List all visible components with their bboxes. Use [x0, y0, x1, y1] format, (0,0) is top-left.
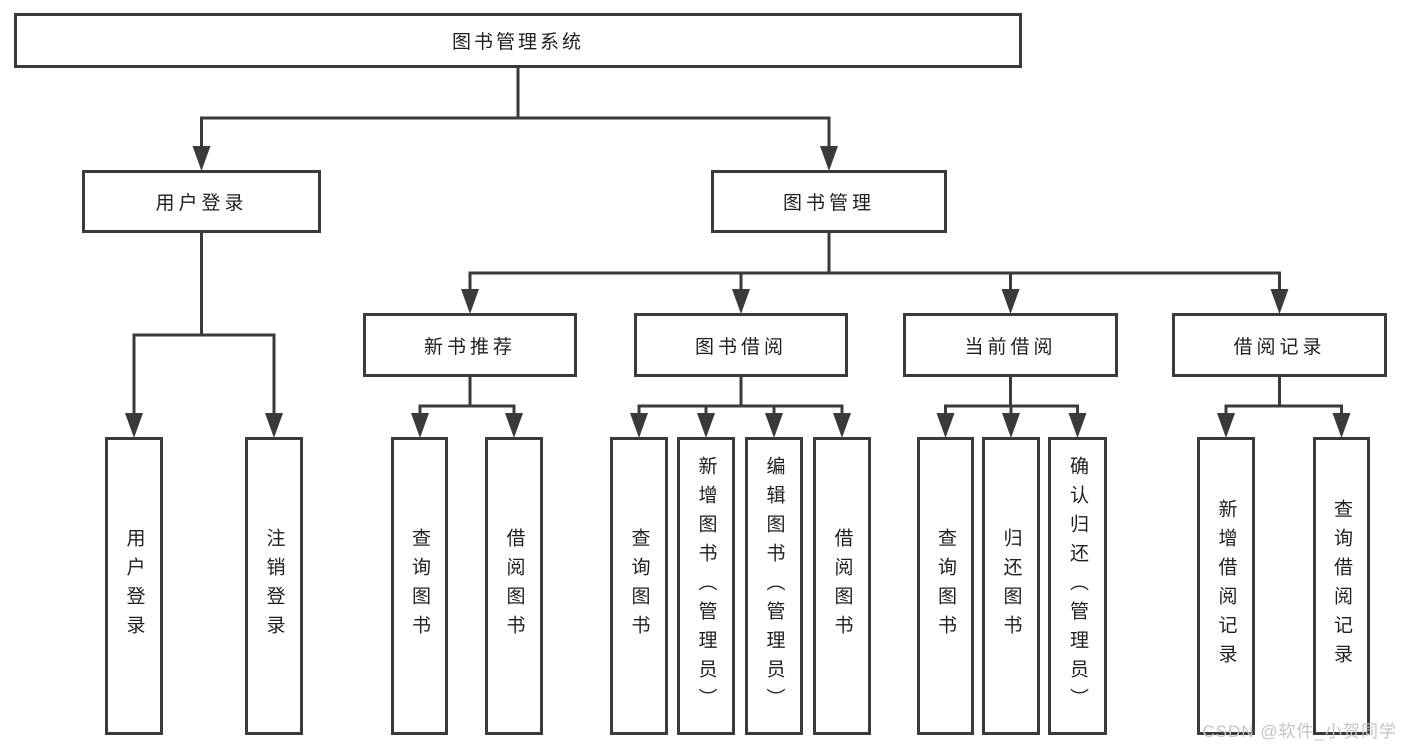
arrowhead	[1002, 413, 1020, 438]
arrowhead	[1068, 413, 1087, 438]
leaf-label: 查询图书	[628, 528, 650, 644]
connector-borrow-rail	[637, 404, 844, 416]
node-label: 新书推荐	[423, 336, 516, 358]
arrowhead	[461, 289, 479, 314]
connector-newbook-rail	[418, 404, 516, 416]
leaf-label: 确认归还（管理员）	[1067, 455, 1088, 717]
arrowhead	[192, 146, 211, 171]
leaf-confirm-return-admin: 确认归还（管理员）	[1048, 437, 1107, 735]
arrowhead	[1270, 289, 1289, 314]
leaf-add-borrow-record: 新增借阅记录	[1197, 437, 1255, 735]
node-new-book-recommend: 新书推荐	[363, 313, 577, 377]
arrowhead	[1332, 413, 1351, 438]
arrowheads	[125, 146, 1351, 438]
leaf-query-books-borrowing: 查询图书	[610, 437, 668, 735]
arrowhead	[936, 413, 955, 438]
arrowhead	[697, 413, 715, 438]
leaf-label: 查询图书	[409, 528, 430, 644]
leaf-query-books-recommend: 查询图书	[391, 437, 448, 735]
node-borrowing-records: 借阅记录	[1172, 313, 1387, 377]
leaf-query-books-current: 查询图书	[917, 437, 974, 735]
arrowhead	[765, 413, 783, 438]
node-label: 借阅记录	[1233, 336, 1326, 358]
leaf-label: 查询借阅记录	[1331, 499, 1352, 673]
arrowhead	[265, 413, 283, 438]
watermark-text: CSDN @软件_小贺同学	[1202, 722, 1397, 741]
arrowhead	[1001, 289, 1020, 314]
connector-level2-rail	[200, 116, 831, 152]
leaf-borrow-books-recommend: 借阅图书	[485, 437, 543, 735]
arrowhead	[630, 413, 648, 438]
arrowhead	[411, 413, 429, 438]
node-label: 图书借阅	[694, 336, 787, 358]
leaf-return-books: 归还图书	[982, 437, 1040, 735]
leaf-logout-login: 注销登录	[245, 437, 303, 735]
arrowhead	[820, 146, 838, 171]
leaf-label: 新增借阅记录	[1215, 499, 1237, 673]
leaf-label: 归还图书	[1000, 528, 1022, 644]
leaf-label: 用户登录	[123, 528, 145, 644]
node-book-borrowing: 图书借阅	[634, 313, 848, 377]
connector-level3-rail	[468, 271, 1281, 296]
leaf-label: 注销登录	[263, 528, 285, 644]
node-label: 用户登录	[155, 193, 248, 214]
leaf-label: 借阅图书	[831, 528, 853, 644]
node-label: 图书管理	[782, 193, 875, 214]
node-book-management: 图书管理	[711, 170, 947, 233]
node-user-login: 用户登录	[82, 170, 321, 233]
leaf-label: 查询图书	[935, 528, 956, 644]
node-label: 当前借阅	[964, 336, 1057, 358]
leaf-query-borrow-record: 查询借阅记录	[1313, 437, 1370, 735]
leaf-edit-books-admin: 编辑图书（管理员）	[745, 437, 803, 735]
arrowhead	[732, 289, 750, 314]
arrowhead	[833, 413, 851, 438]
node-library-management-system: 图书管理系统	[14, 13, 1022, 68]
node-current-borrowing: 当前借阅	[903, 313, 1118, 377]
arrowhead	[1217, 413, 1235, 438]
connector-record-rail	[1224, 404, 1343, 416]
connector-userlogin-rail	[132, 333, 276, 416]
leaf-user-login: 用户登录	[105, 437, 163, 735]
arrowhead	[125, 413, 143, 438]
leaf-label: 编辑图书（管理员）	[763, 455, 785, 717]
leaf-borrow-books-borrowing: 借阅图书	[813, 437, 871, 735]
arrowhead	[505, 413, 523, 438]
leaf-label: 借阅图书	[503, 528, 525, 644]
leaf-add-books-admin: 新增图书（管理员）	[677, 437, 735, 735]
node-label: 图书管理系统	[451, 32, 584, 53]
leaf-label: 新增图书（管理员）	[695, 455, 717, 717]
